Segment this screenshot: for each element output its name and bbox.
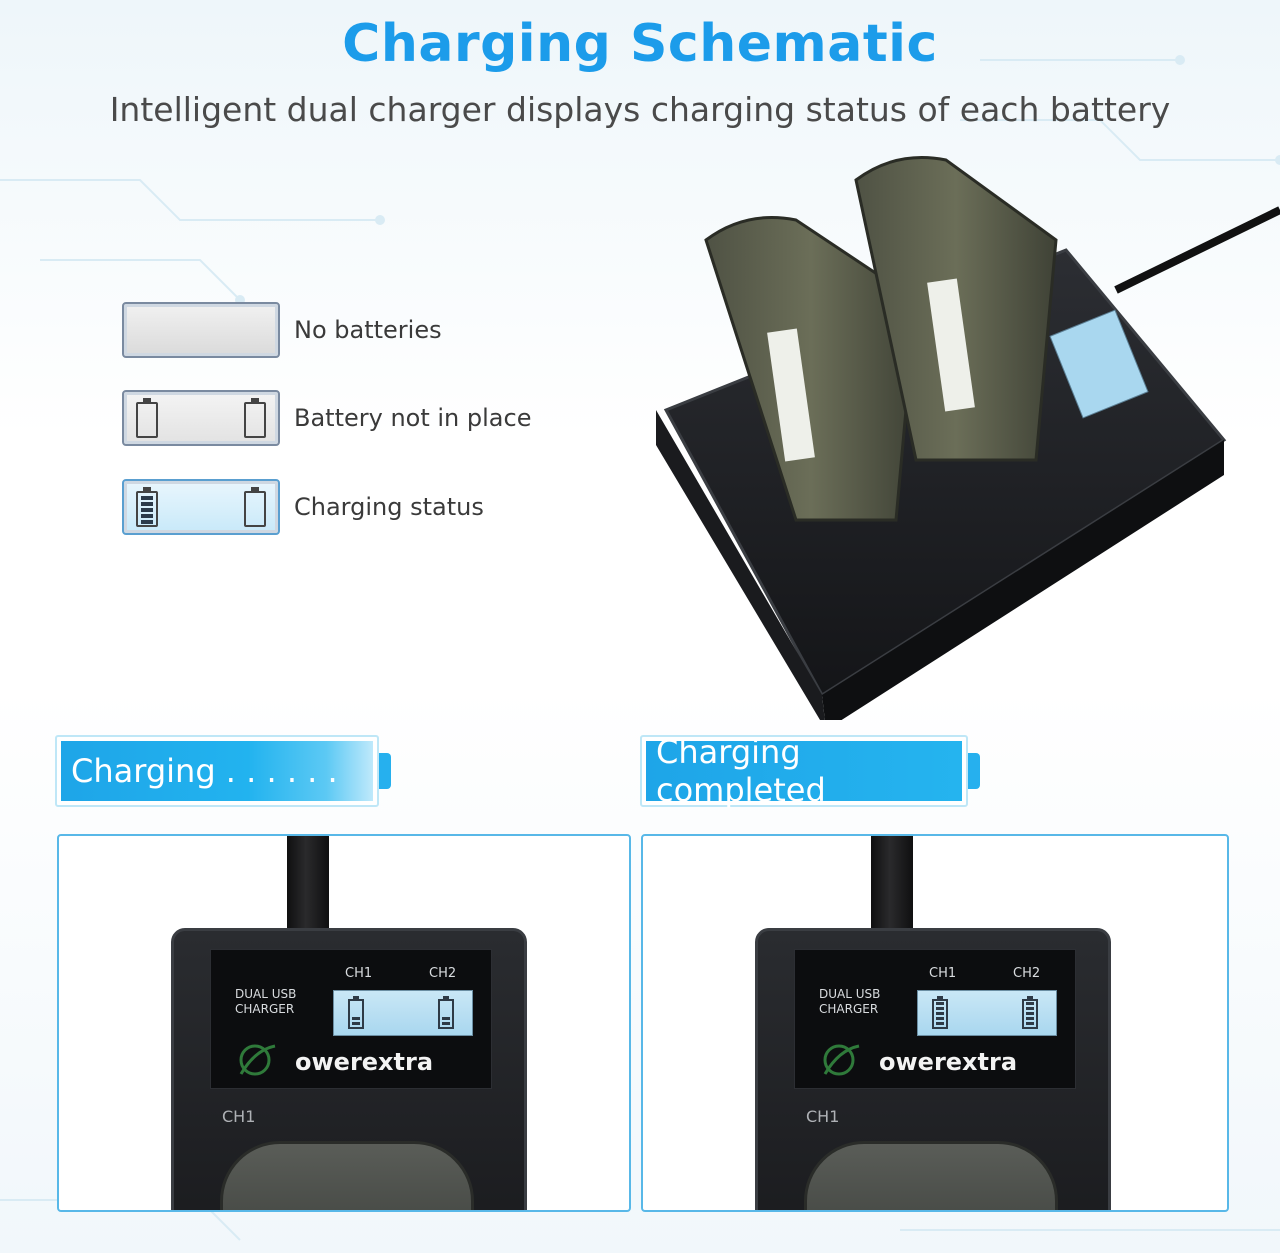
model-line2: CHARGER <box>235 1002 295 1016</box>
legend-item-not-in-place: Battery not in place <box>122 390 531 446</box>
charger-device: CH1 CH2 DUAL USB CHARGER owerextra CH1 <box>171 928 527 1210</box>
legend-label: Battery not in place <box>294 404 532 432</box>
legend-label: No batteries <box>294 316 442 344</box>
usb-cable <box>871 836 913 931</box>
full-battery-icon <box>136 487 158 527</box>
slot-label: CH1 <box>806 1107 840 1126</box>
charging-banner-text: Charging . . . . . . <box>71 752 338 790</box>
charging-banner: Charging . . . . . . <box>55 735 379 807</box>
page-title: Charging Schematic <box>342 14 938 74</box>
banner-battery-tip <box>379 753 391 789</box>
empty-battery-icon <box>136 398 158 438</box>
slot-label: CH1 <box>222 1107 256 1126</box>
charging-completed-banner: Charging completed <box>640 733 968 809</box>
completed-panel: CH1 CH2 DUAL USB CHARGER owerextra CH1 <box>641 834 1229 1212</box>
lcd-charging-indicator <box>122 479 280 535</box>
charger-device: CH1 CH2 DUAL USB CHARGER owerextra CH1 <box>755 928 1111 1210</box>
empty-battery-icon <box>244 487 266 527</box>
ch2-label: CH2 <box>1013 966 1041 981</box>
lcd-not-in-place-indicator <box>122 390 280 446</box>
ch1-label: CH1 <box>345 966 373 981</box>
model-line2: CHARGER <box>819 1002 879 1016</box>
brand-name: owerextra <box>879 1048 1018 1076</box>
charger-screen: CH1 CH2 DUAL USB CHARGER owerextra <box>794 949 1076 1089</box>
legend-item-charging-status: Charging status <box>122 479 484 535</box>
lcd-display <box>333 990 473 1036</box>
ch1-full-battery-icon <box>932 996 948 1029</box>
empty-battery-icon <box>244 398 266 438</box>
model-line1: DUAL USB <box>235 987 297 1001</box>
ch2-full-battery-icon <box>1022 996 1038 1029</box>
usb-cable <box>287 836 329 931</box>
ch2-battery-icon <box>438 996 454 1029</box>
completed-banner-text: Charging completed <box>656 733 826 809</box>
page-subtitle: Intelligent dual charger displays chargi… <box>109 90 1171 129</box>
charging-panel: CH1 CH2 DUAL USB CHARGER owerextra CH1 <box>57 834 631 1212</box>
lcd-empty-indicator <box>122 302 280 358</box>
battery-slot <box>804 1141 1058 1210</box>
legend-item-no-batteries: No batteries <box>122 302 442 358</box>
banner-battery-tip <box>968 753 980 789</box>
ch1-battery-icon <box>348 996 364 1029</box>
brand-name: owerextra <box>295 1048 434 1076</box>
ch1-label: CH1 <box>929 966 957 981</box>
brand-logo-icon <box>239 1044 276 1076</box>
charger-with-batteries-image <box>656 156 1280 720</box>
legend-label: Charging status <box>294 493 484 521</box>
ch2-label: CH2 <box>429 966 457 981</box>
model-line1: DUAL USB <box>819 987 881 1001</box>
brand-logo-icon <box>823 1044 860 1076</box>
lcd-display <box>917 990 1057 1036</box>
charger-screen: CH1 CH2 DUAL USB CHARGER owerextra <box>210 949 492 1089</box>
battery-slot <box>220 1141 474 1210</box>
